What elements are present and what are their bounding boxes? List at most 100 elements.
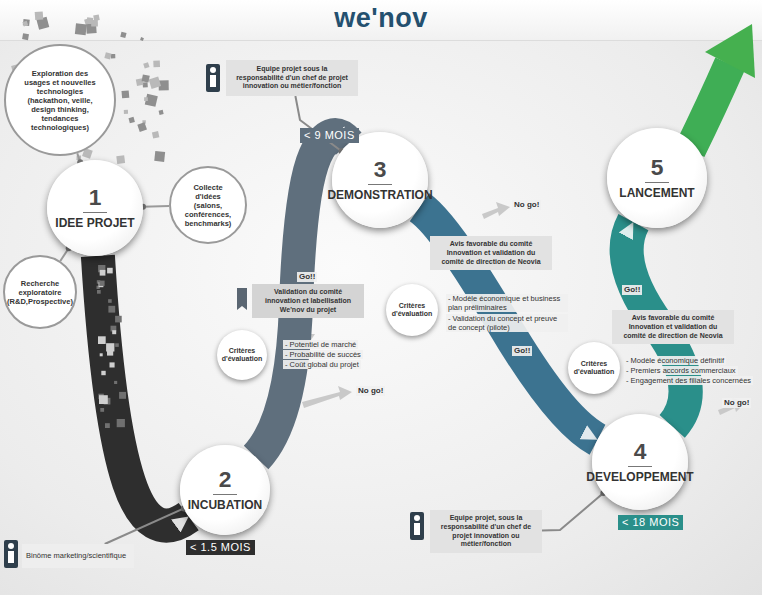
leader-connector — [105, 508, 184, 544]
leader-connector — [542, 493, 603, 530]
decision-label: No go! — [512, 200, 541, 210]
nogo-arrow — [482, 202, 510, 219]
node-text: Collecte d'idées (salons, conférences, b… — [183, 183, 233, 228]
texture-square — [22, 21, 28, 27]
node-text: Critères d'évaluation — [222, 347, 263, 364]
duration-label: < 18 MOIS — [618, 515, 683, 530]
texture-square — [100, 353, 103, 356]
criteria-item: - Potentiel de marché — [283, 340, 358, 349]
node-text: INCUBATION — [188, 498, 262, 512]
info-box: Equipe projet sous la responsabilité d'u… — [226, 60, 358, 96]
texture-square — [129, 117, 135, 123]
node-text: Critères d'évaluation — [574, 360, 615, 377]
texture-square — [115, 343, 119, 347]
source-circle: Exploration des usages et nouvelles tech… — [4, 44, 116, 156]
source-circle: Collecte d'idées (salons, conférences, b… — [169, 166, 247, 244]
criteria-item: - Coût global du projet — [283, 360, 361, 369]
criteria-item: - Premiers accords commerciaux — [624, 366, 738, 375]
duration-label: < 1.5 MOIS — [186, 540, 255, 555]
texture-square — [105, 423, 110, 428]
decision-label: No go! — [722, 398, 751, 408]
texture-square — [143, 82, 148, 87]
texture-square — [108, 306, 115, 313]
texture-square — [145, 94, 158, 107]
stage-number: 2 — [213, 467, 238, 495]
ribbon-icon — [237, 288, 247, 310]
texture-square — [154, 151, 165, 162]
person-icon — [410, 512, 424, 540]
stage-circle: 1IDEE PROJET — [47, 160, 143, 256]
texture-square — [75, 23, 87, 35]
texture-square — [149, 77, 161, 89]
texture-square — [100, 408, 104, 412]
decision-label: No go! — [356, 386, 385, 396]
duration-label: < 9 MOIS — [300, 128, 359, 143]
launch-arrow-head — [705, 24, 755, 78]
texture-square — [97, 290, 101, 294]
team-note: Binôme marketing/scientifique — [22, 544, 134, 568]
criteria-item: - Modèle économique et business plan pré… — [446, 294, 568, 312]
texture-square — [98, 336, 106, 344]
criteria-item: - Probabilité de succès — [283, 350, 363, 359]
node-text: LANCEMENT — [619, 186, 694, 200]
decision-label: Go!! — [622, 285, 642, 295]
decision-label: Go!! — [297, 272, 317, 282]
nogo-arrow — [302, 386, 352, 408]
texture-square — [117, 419, 125, 427]
texture-square — [107, 268, 113, 274]
texture-square — [122, 90, 130, 98]
node-text: Avis favorable du comité Innovation et v… — [436, 240, 546, 266]
texture-square — [153, 60, 160, 67]
stage-circle: 5LANCEMENT — [607, 128, 707, 228]
logo-title: we'nov — [0, 3, 762, 34]
texture-square — [111, 54, 116, 59]
texture-square — [106, 343, 114, 351]
node-text: Avis favorable du comité Innovation et v… — [618, 314, 728, 340]
info-box: Avis favorable du comité Innovation et v… — [612, 310, 734, 344]
node-text: Binôme marketing/scientifique — [26, 551, 126, 560]
leader-connector — [143, 205, 169, 208]
texture-square — [108, 299, 112, 303]
stage-number: 5 — [645, 155, 670, 183]
texture-square — [120, 32, 126, 38]
texture-square — [101, 371, 105, 375]
node-text: Validation du comité innovation et label… — [258, 288, 358, 314]
stage-number: 1 — [83, 185, 108, 213]
criteria-circle: Critères d'évaluation — [568, 342, 620, 394]
launch-arrow-shaft — [690, 64, 730, 150]
stage-circle: 4DEVELOPPEMENT — [592, 414, 688, 510]
texture-square — [159, 110, 164, 115]
texture-square — [99, 395, 108, 404]
texture-square — [142, 74, 150, 82]
person-icon — [4, 540, 18, 568]
texture-square — [99, 281, 104, 286]
texture-square — [152, 131, 159, 138]
node-text: Critères d'évaluation — [392, 302, 433, 319]
texture-square — [112, 330, 116, 334]
node-text: Equipe projet sous la responsabilité d'u… — [232, 65, 352, 91]
texture-square — [104, 52, 111, 59]
texture-square — [144, 97, 148, 101]
texture-square — [119, 392, 126, 399]
stage-number: 4 — [628, 439, 653, 467]
texture-square — [100, 270, 106, 276]
decision-label: Go!! — [512, 346, 532, 356]
texture-square — [116, 155, 125, 164]
criteria-circle: Critères d'évaluation — [217, 330, 267, 380]
criteria-item: - Modèle économique définitif — [624, 356, 726, 365]
criteria-item: - Validation du concept et preuve de con… — [446, 314, 568, 332]
node-text: DEMONSTRATION — [327, 188, 432, 202]
person-icon — [206, 64, 220, 92]
road-connector — [420, 207, 598, 439]
node-text: Equipe projet, sous la responsabilité d'… — [436, 514, 536, 549]
texture-square — [124, 110, 128, 114]
road-connector — [98, 256, 189, 526]
texture-square — [22, 33, 29, 40]
validation-box: Validation du comité innovation et label… — [252, 284, 364, 318]
texture-square — [143, 62, 149, 68]
stage-circle: 2INCUBATION — [180, 445, 270, 535]
texture-square — [23, 19, 30, 26]
node-text: Exploration des usages et nouvelles tech… — [18, 69, 102, 132]
texture-square — [140, 37, 144, 41]
texture-square — [114, 381, 117, 384]
